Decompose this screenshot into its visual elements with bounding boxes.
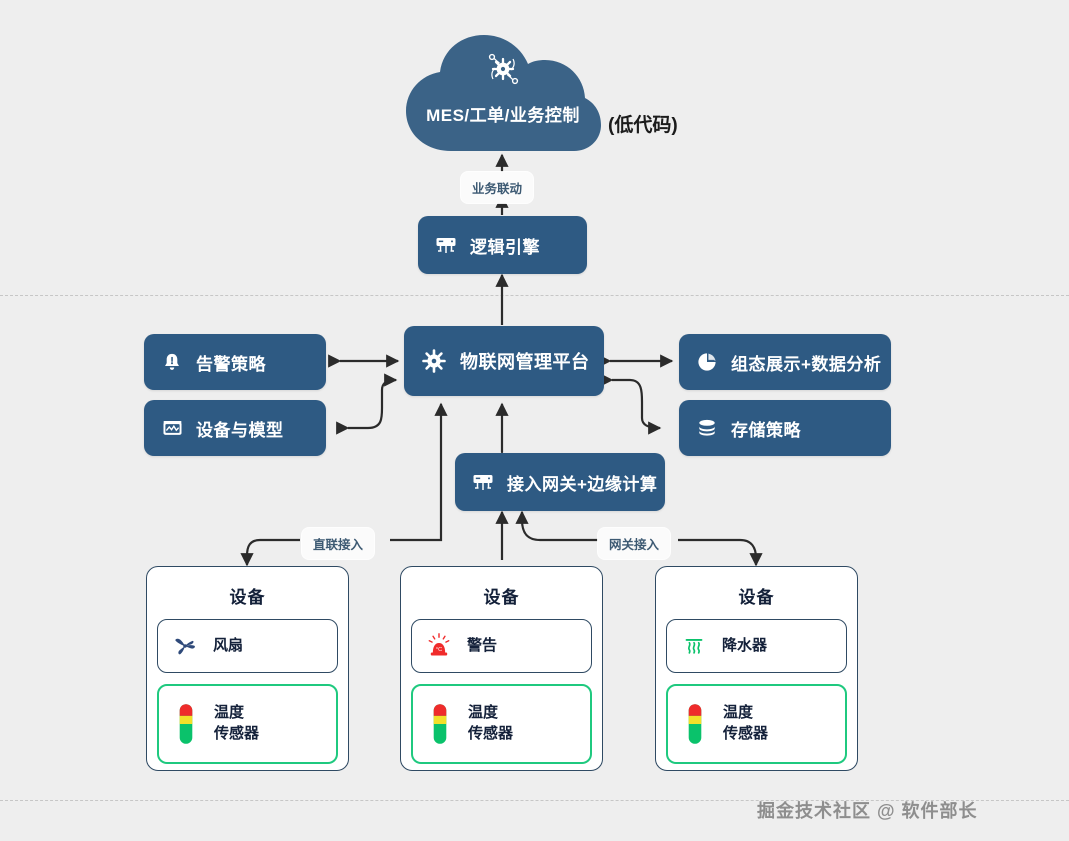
temperature-sensor-icon xyxy=(425,704,455,744)
cloud-label: MES/工单/业务控制 xyxy=(426,106,580,125)
device-row-alarm[interactable]: °C 警告 xyxy=(411,619,592,673)
alarm-siren-icon: °C xyxy=(424,628,454,664)
low-code-note: (低代码) xyxy=(608,115,678,136)
gateway-icon xyxy=(471,470,495,494)
gateway-icon xyxy=(434,233,458,257)
cloud-mes[interactable]: MES/工单/业务控制 xyxy=(404,33,602,153)
pie-chart-icon xyxy=(695,350,719,374)
module-visualization-analytics[interactable]: 组态展示+数据分析 xyxy=(679,334,891,390)
gateway-edge-label: 接入网关+边缘计算 xyxy=(507,474,658,494)
module-device-model[interactable]: 设备与模型 xyxy=(144,400,326,456)
device-row-temp-sensor-1[interactable]: 温度传感器 xyxy=(157,684,338,764)
connector-label-direct: 直联接入 xyxy=(302,528,375,559)
iot-gear-icon xyxy=(484,50,522,88)
sprinkler-icon xyxy=(679,628,709,664)
module-alarm-policy-label: 告警策略 xyxy=(196,354,266,374)
cloud-shape xyxy=(406,35,601,151)
device-model-icon xyxy=(160,416,184,440)
module-device-model-label: 设备与模型 xyxy=(196,420,284,440)
device-row-fan[interactable]: 风扇 xyxy=(157,619,338,673)
divider-upper xyxy=(0,295,1069,296)
watermark: 掘金技术社区 @ 软件部长 xyxy=(757,801,978,821)
module-alarm-policy[interactable]: 告警策略 xyxy=(144,334,326,390)
logic-engine-label: 逻辑引擎 xyxy=(470,237,540,257)
iot-platform-label: 物联网管理平台 xyxy=(460,352,590,372)
connector-label-gateway: 网关接入 xyxy=(598,528,671,559)
gateway-edge-box[interactable]: 接入网关+边缘计算 xyxy=(455,453,665,511)
module-storage-policy-label: 存储策略 xyxy=(731,420,801,440)
temperature-sensor-icon xyxy=(680,704,710,744)
iot-gear-icon xyxy=(420,347,448,375)
bell-icon xyxy=(160,350,184,374)
device-row-fan-label: 风扇 xyxy=(213,636,244,654)
device-row-temp-sensor-3-label: 温度传感器 xyxy=(723,704,769,742)
device-card-1-title: 设备 xyxy=(229,588,266,607)
device-card-2-title: 设备 xyxy=(483,588,520,607)
module-storage-policy[interactable]: 存储策略 xyxy=(679,400,891,456)
device-row-temp-sensor-3[interactable]: 温度传感器 xyxy=(666,684,847,764)
module-visualization-label: 组态展示+数据分析 xyxy=(731,354,882,374)
logic-engine-box[interactable]: 逻辑引擎 xyxy=(418,216,587,274)
fan-icon xyxy=(170,628,200,664)
iot-platform-box[interactable]: 物联网管理平台 xyxy=(404,326,604,396)
device-row-temp-sensor-1-label: 温度传感器 xyxy=(214,704,260,742)
connector-label-business: 业务联动 xyxy=(461,172,534,203)
device-row-sprinkler-label: 降水器 xyxy=(722,636,768,654)
device-row-temp-sensor-2[interactable]: 温度传感器 xyxy=(411,684,592,764)
svg-text:°C: °C xyxy=(436,647,442,653)
database-icon xyxy=(695,416,719,440)
device-row-alarm-label: 警告 xyxy=(467,636,498,654)
device-card-1[interactable]: 设备 风扇 xyxy=(146,566,349,771)
device-card-2[interactable]: 设备 °C 警告 xyxy=(400,566,603,771)
device-card-3-title: 设备 xyxy=(738,588,775,607)
device-row-sprinkler[interactable]: 降水器 xyxy=(666,619,847,673)
temperature-sensor-icon xyxy=(171,704,201,744)
device-card-3[interactable]: 设备 降水器 xyxy=(655,566,858,771)
divider-lower xyxy=(0,800,1069,801)
device-row-temp-sensor-2-label: 温度传感器 xyxy=(468,704,514,742)
